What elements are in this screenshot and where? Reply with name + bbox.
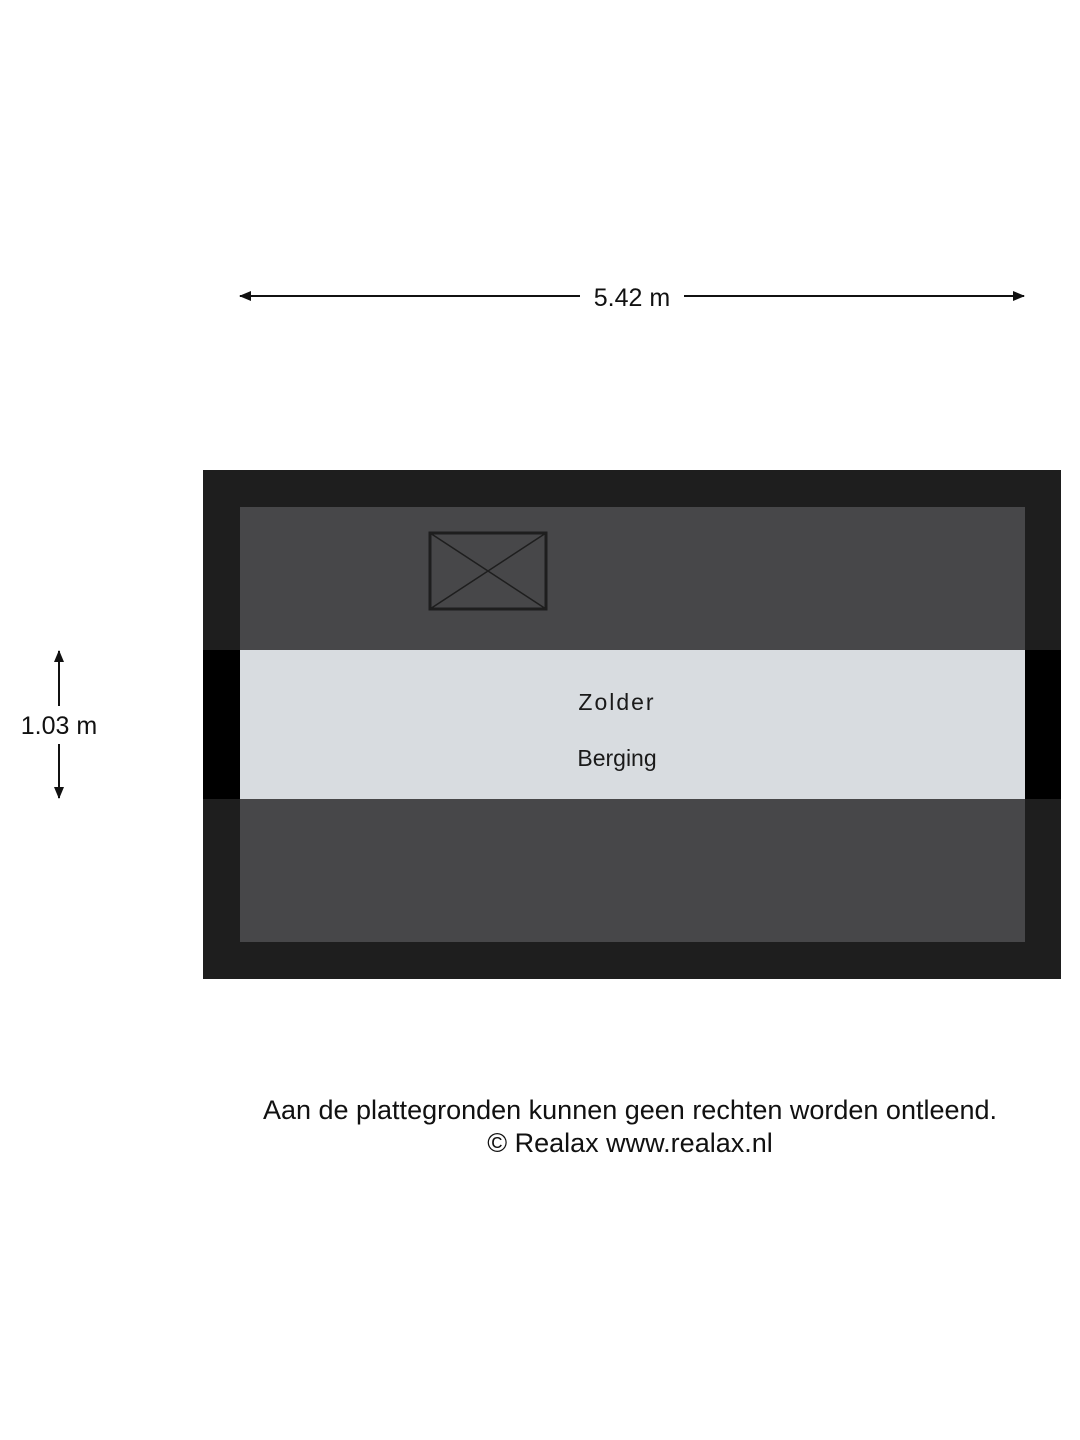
low-ceiling-zone-top (240, 507, 1025, 650)
low-ceiling-zone-bottom (240, 799, 1025, 942)
room-name: Zolder (578, 689, 655, 715)
attic-hatch-icon (428, 531, 548, 611)
room-function: Berging (577, 745, 656, 771)
full-height-floor-zone (240, 650, 1025, 799)
copyright-text: © Realax www.realax.nl (487, 1128, 773, 1158)
disclaimer-text: Aan de plattegronden kunnen geen rechten… (262, 1095, 998, 1125)
width-dimension-label: 5.42 m (594, 284, 670, 312)
side-wall-right (1025, 650, 1061, 799)
depth-dimension: 1.03 m (21, 650, 97, 799)
side-wall-left (203, 650, 240, 799)
room-zolder: Zolder Berging (203, 470, 1061, 979)
width-dimension: 5.42 m (239, 284, 1025, 312)
depth-dimension-label: 1.03 m (21, 712, 97, 740)
